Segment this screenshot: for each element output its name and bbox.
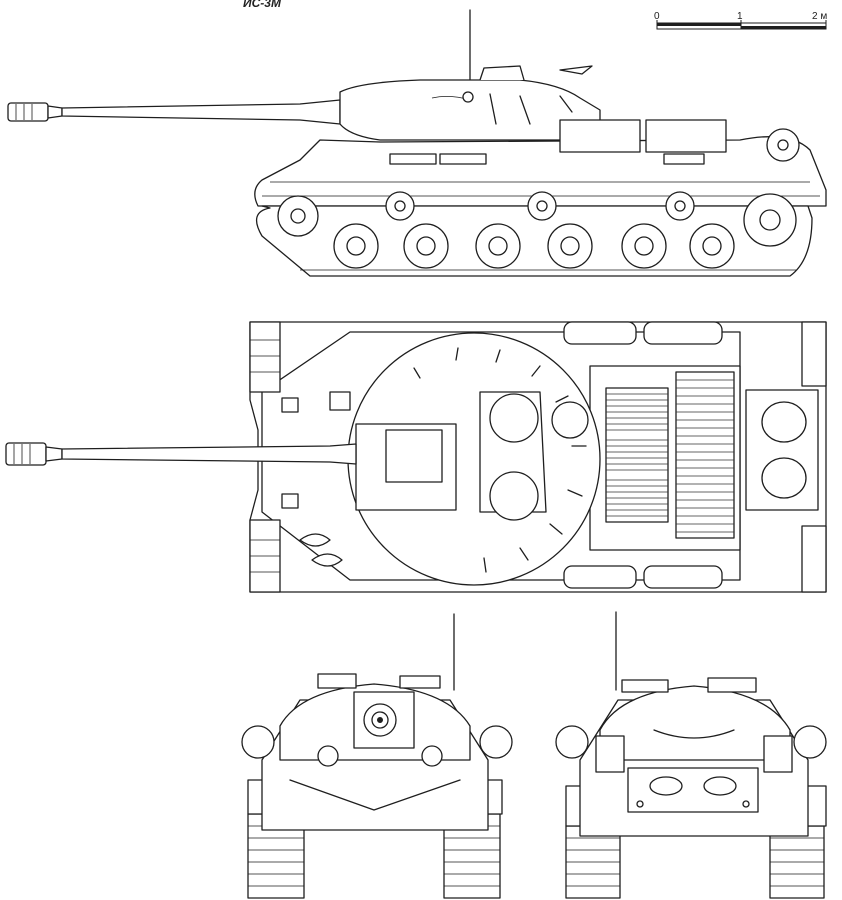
scale-tick-0: 0	[654, 11, 660, 22]
scale-bar: 0 1 2 м	[654, 11, 827, 30]
return-rollers	[385, 191, 695, 221]
engine-grilles	[605, 371, 735, 539]
side-view	[7, 9, 827, 277]
drawing-title: ИС-3М	[243, 0, 282, 10]
front-view	[241, 613, 513, 899]
commander-cupola	[479, 65, 525, 81]
exhaust-left	[649, 776, 683, 796]
stowage-box-1	[559, 119, 641, 153]
gun-barrel	[7, 99, 341, 125]
top-view	[5, 321, 827, 593]
track	[255, 205, 813, 277]
rear-view	[555, 611, 827, 899]
turret	[339, 79, 601, 141]
scale-tick-1: 1	[737, 11, 743, 22]
gun-barrel-top	[5, 442, 357, 466]
scale-tick-2: 2 м	[812, 11, 827, 22]
exhaust-right	[703, 776, 737, 796]
road-wheels	[333, 223, 735, 269]
loader-hatch	[489, 471, 539, 521]
commander-hatch	[489, 393, 539, 443]
rear-turret	[599, 685, 791, 761]
stowage-box-2	[645, 119, 727, 153]
